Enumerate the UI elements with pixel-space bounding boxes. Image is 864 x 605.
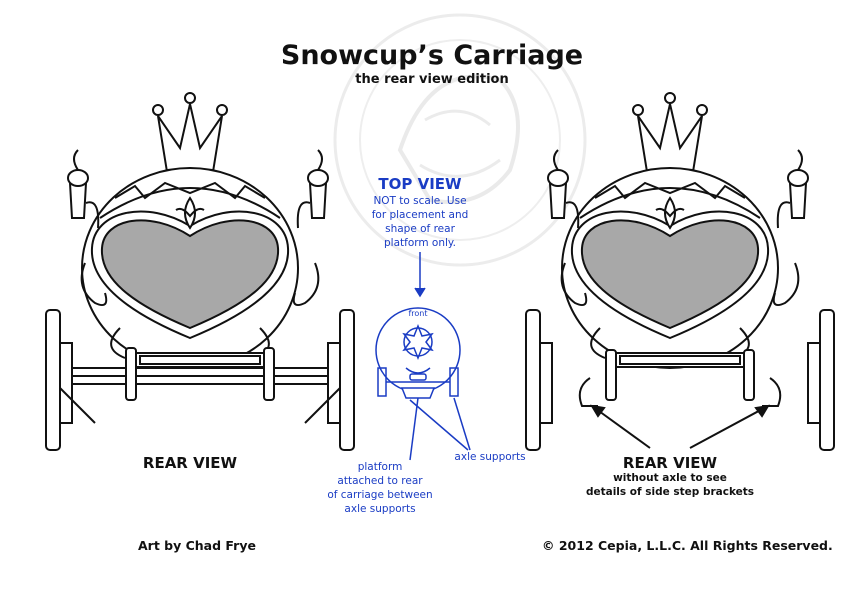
- left-rear-view-label: REAR VIEW: [142, 454, 238, 472]
- top-view-diagram: [375, 252, 471, 461]
- right-caption-line1: without axle to see: [613, 472, 727, 484]
- platform-label-line4: axle supports: [344, 503, 416, 515]
- top-view-note-line3: shape of rear: [385, 223, 455, 235]
- copyright-notice: © 2012 Cepia, L.L.C. All Rights Reserved…: [542, 538, 833, 553]
- watermark-seal: [333, 13, 587, 267]
- platform-label-line1: platform: [357, 461, 403, 473]
- carriage-rear-view-left: [45, 92, 355, 451]
- top-view-note-line1: NOT to scale. Use: [373, 195, 467, 207]
- top-view-note-line4: platform only.: [383, 237, 456, 249]
- right-caption-line2: details of side step brackets: [585, 486, 755, 498]
- page-title: Snowcup’s Carriage: [280, 40, 584, 71]
- top-view-heading: TOP VIEW: [378, 175, 462, 193]
- axle-supports-label: axle supports: [454, 451, 526, 463]
- artist-credit: Art by Chad Frye: [138, 538, 256, 553]
- page-subtitle: the rear view edition: [355, 72, 509, 87]
- platform-label-line2: attached to rear: [337, 475, 423, 487]
- carriage-rear-view-right: [525, 92, 835, 451]
- top-view-front-label: front: [408, 309, 428, 318]
- platform-label-line3: of carriage between: [327, 489, 433, 501]
- right-rear-view-label: REAR VIEW: [622, 454, 718, 472]
- top-view-note-line2: for placement and: [371, 209, 469, 221]
